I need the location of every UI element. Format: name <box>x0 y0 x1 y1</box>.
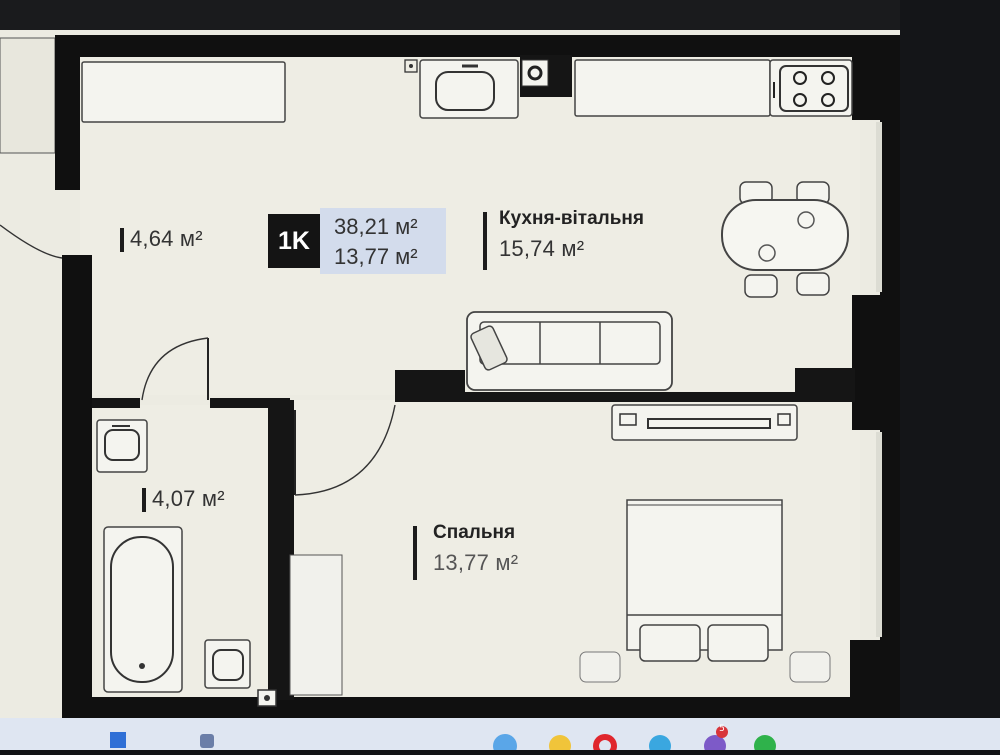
window-kitchen <box>876 122 882 292</box>
taskbar-graphics <box>0 718 1000 755</box>
bathroom-door-swing <box>141 337 209 401</box>
label-marker <box>120 228 124 253</box>
screen-bezel <box>900 0 1000 720</box>
total-area: 38,21 м² <box>334 214 418 239</box>
tv-console-icon <box>611 404 798 441</box>
kitchen-name: Кухня-вітальня <box>499 208 644 229</box>
kitchen-label: Кухня-вітальня 15,74 м² <box>483 208 644 270</box>
cooktop-icon <box>769 59 853 117</box>
bedroom-door-swing <box>294 404 396 496</box>
taskview-icon[interactable] <box>200 734 214 748</box>
toilet-icon <box>204 639 277 707</box>
notification-badge <box>716 726 728 738</box>
start-icon[interactable] <box>110 732 126 748</box>
bedroom-area: 13,77 м² <box>433 550 519 575</box>
counter-right <box>574 59 771 117</box>
notification-count: 5 <box>719 724 725 734</box>
screen-top-edge <box>0 0 900 30</box>
kitchen-area: 15,74 м² <box>499 236 585 261</box>
neighbor-room <box>0 37 56 154</box>
taskbar: 5 <box>0 718 1000 755</box>
label-marker <box>413 526 417 580</box>
opera-icon-inner <box>599 740 611 752</box>
sofa-icon <box>466 311 673 391</box>
area-summary: 38,21 м² 13,77 м² <box>320 208 446 274</box>
bedroom-name: Спальня <box>433 522 516 543</box>
column <box>850 640 890 700</box>
bedroom-label: Спальня 13,77 м² <box>413 522 519 580</box>
boiler-icon <box>521 59 549 87</box>
counter-left <box>81 61 286 123</box>
bed-icon <box>579 499 831 683</box>
window-bedroom <box>876 432 882 637</box>
wardrobe <box>289 554 343 696</box>
bathroom-area: 4,07 м² <box>152 486 225 511</box>
unit-type-badge: 1K <box>268 214 320 268</box>
dining-table-icon <box>721 181 849 298</box>
entry-door <box>0 224 63 259</box>
living-area: 13,77 м² <box>334 244 418 269</box>
hallway-area-label: 4,64 м² <box>120 226 203 253</box>
bathroom-area-label: 4,07 м² <box>142 486 225 513</box>
washbasin-icon <box>96 419 148 473</box>
label-marker <box>142 488 146 513</box>
sink-icon <box>404 59 519 119</box>
hallway-area: 4,64 м² <box>130 226 203 251</box>
label-marker <box>483 212 487 270</box>
bathtub-icon <box>103 526 183 693</box>
